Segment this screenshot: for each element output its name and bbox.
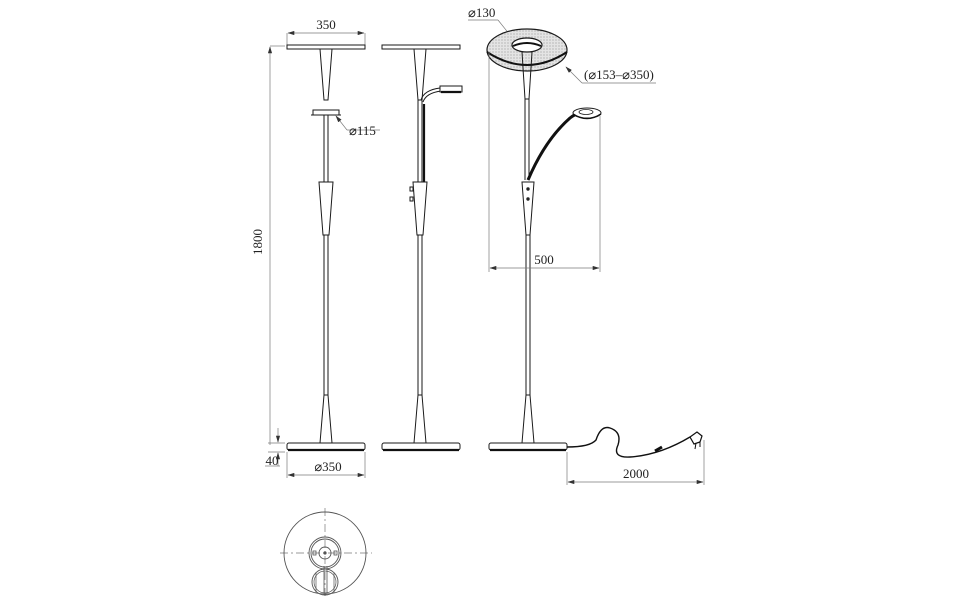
dimension-total-height: 1800 bbox=[250, 45, 285, 445]
label-top-width: 350 bbox=[316, 17, 336, 32]
label-total-height: 1800 bbox=[250, 229, 265, 255]
label-inner-opening: ⌀130 bbox=[468, 5, 495, 20]
label-base-height: 40 bbox=[266, 453, 279, 468]
plug-icon bbox=[689, 431, 703, 445]
side-view bbox=[381, 44, 463, 452]
label-cable-length: 2000 bbox=[623, 466, 649, 481]
front-view: 350 1800 40 ⌀115 bbox=[250, 17, 380, 478]
label-shade-range: (⌀153–⌀350) bbox=[584, 67, 654, 82]
label-arm-reach: 500 bbox=[534, 252, 554, 267]
dimension-base-height: 40 bbox=[265, 428, 285, 468]
dimension-arm-reach: 500 bbox=[488, 52, 601, 272]
switch-2 bbox=[409, 196, 414, 202]
perspective-view: ⌀130 (⌀153–⌀350) bbox=[468, 5, 705, 485]
dimension-inner-opening: ⌀130 bbox=[468, 5, 515, 41]
dimension-base-diameter: ⌀350 bbox=[286, 452, 366, 478]
top-shade bbox=[286, 44, 366, 50]
dimension-top-width: 350 bbox=[286, 17, 366, 46]
dimension-shade-range: (⌀153–⌀350) bbox=[565, 66, 656, 84]
base-top-view bbox=[280, 508, 372, 598]
label-reading-head: ⌀115 bbox=[349, 123, 376, 138]
power-cable bbox=[566, 426, 703, 458]
dimension-cable-length: 2000 bbox=[566, 440, 705, 485]
dimension-reading-head: ⌀115 bbox=[335, 115, 380, 138]
label-base-diameter: ⌀350 bbox=[314, 459, 341, 474]
switch-1 bbox=[409, 186, 414, 192]
